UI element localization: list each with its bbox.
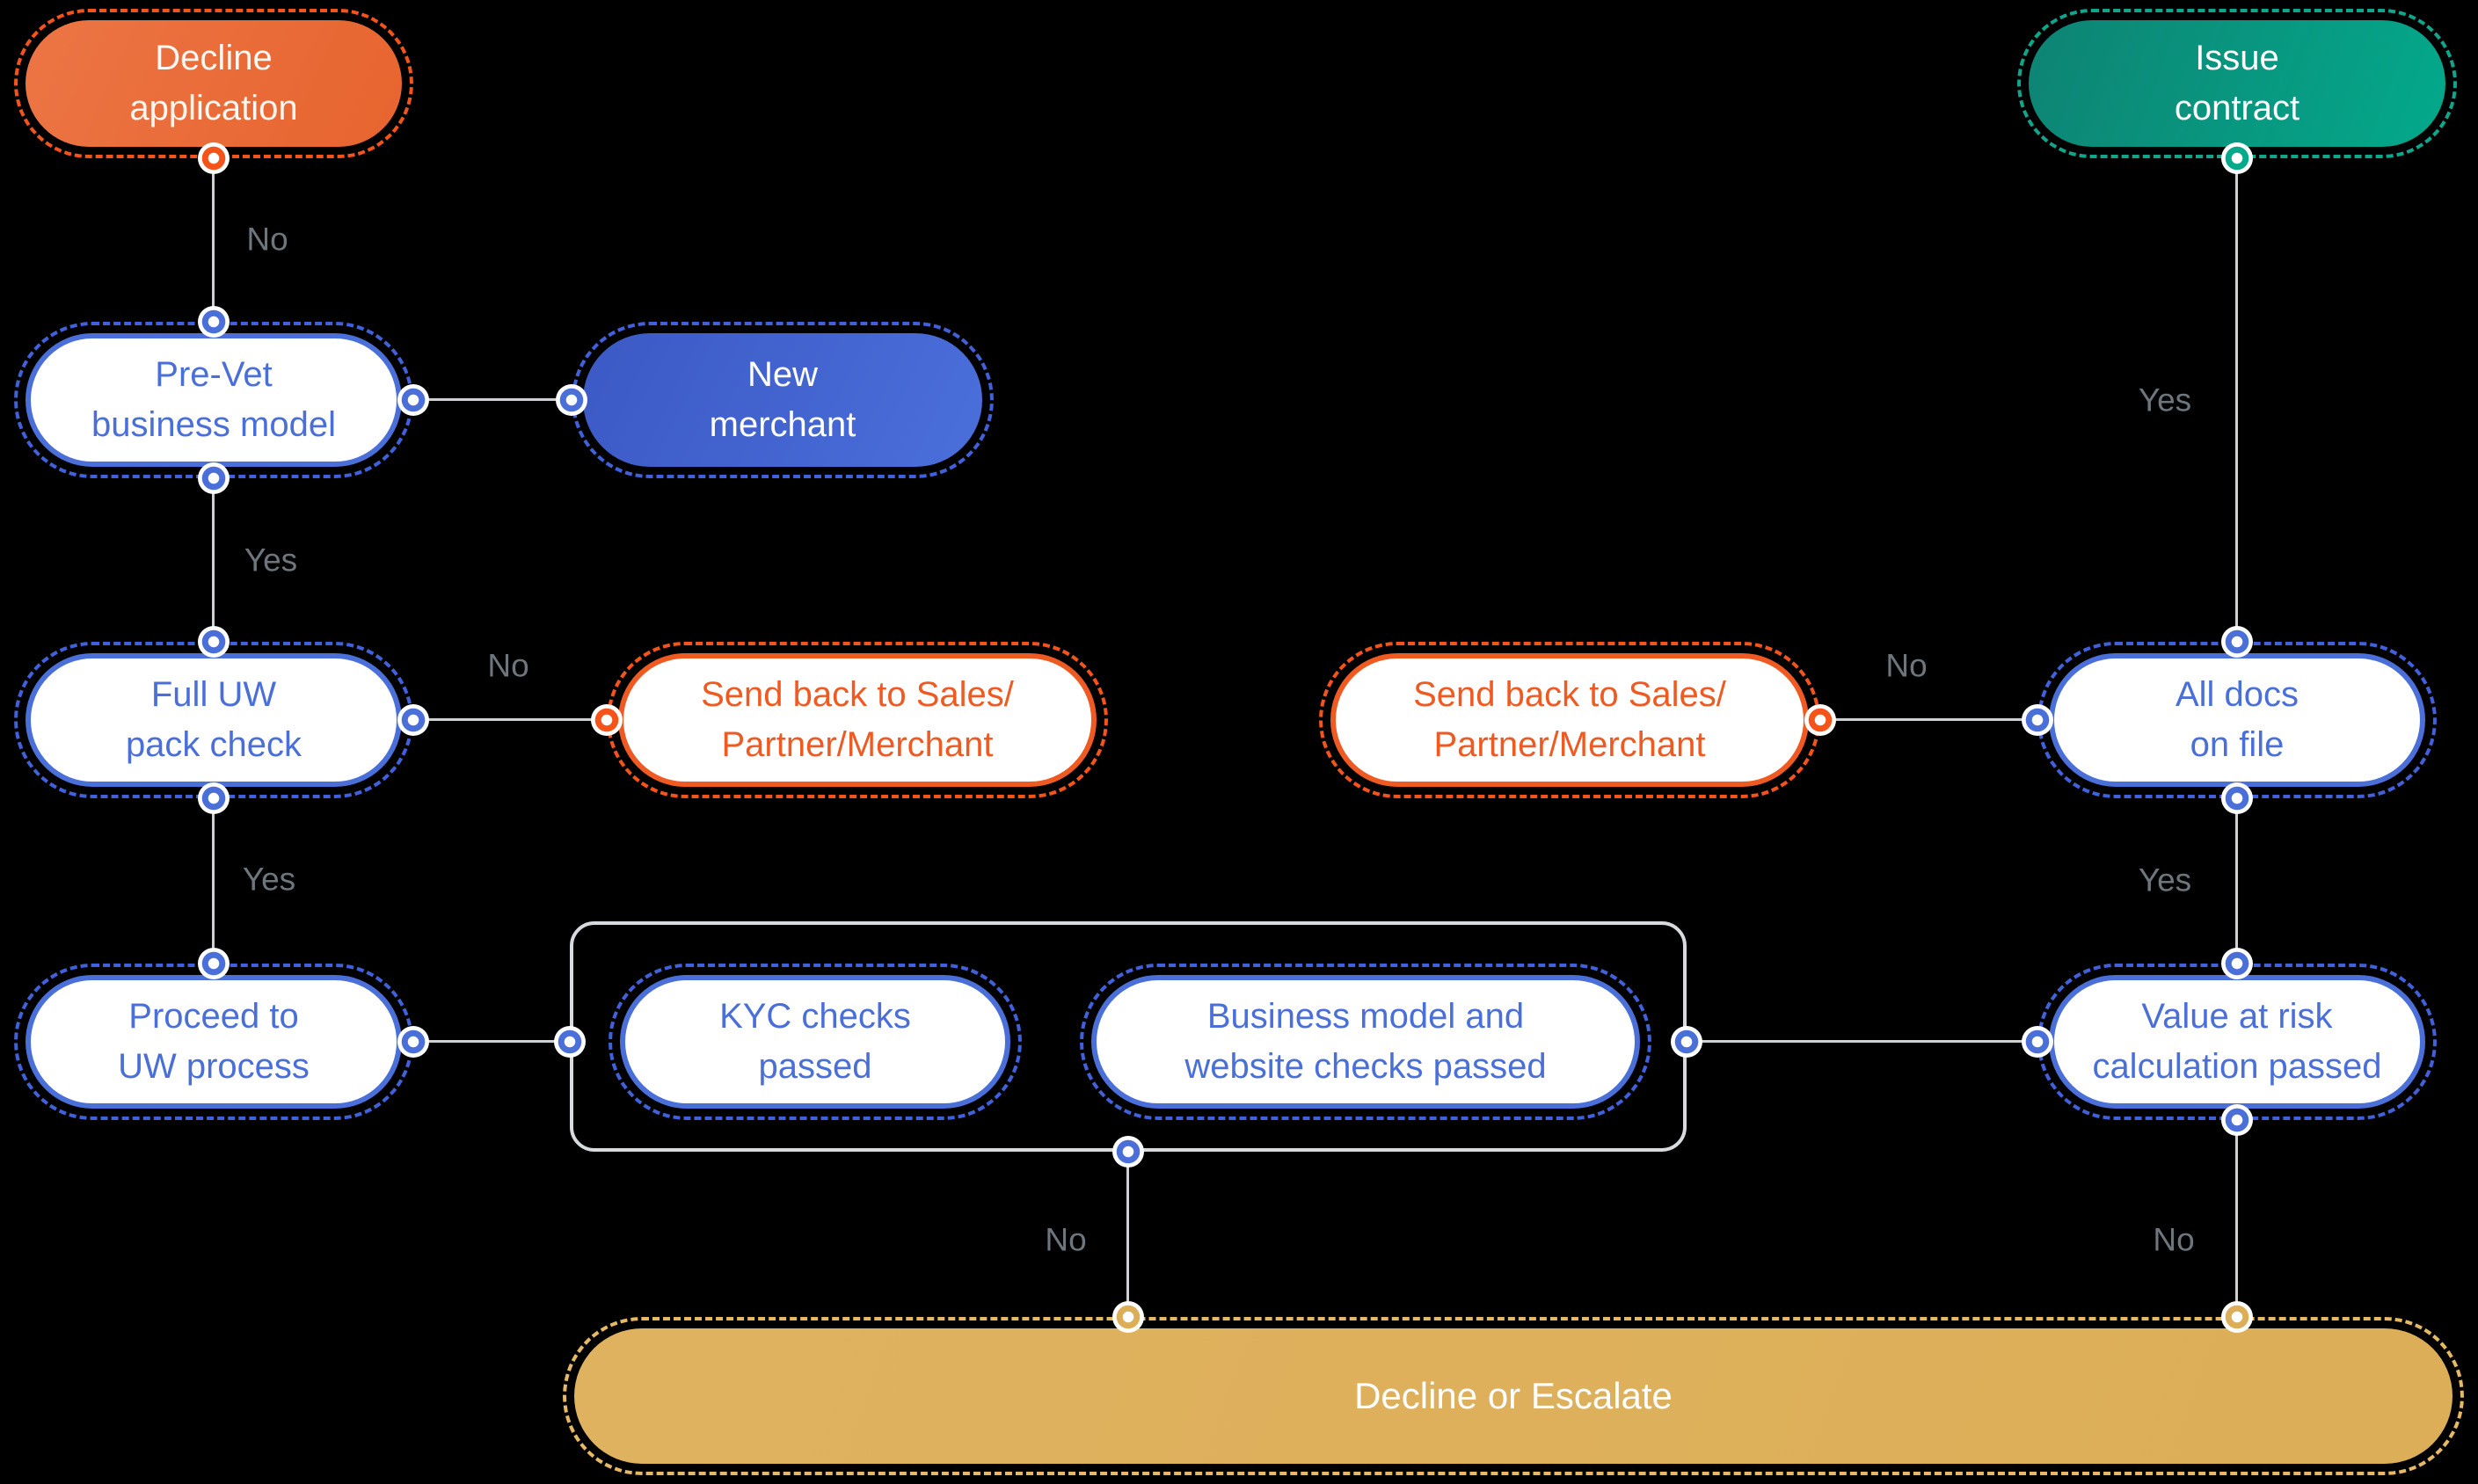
node-send-back-left[interactable]: Send back to Sales/ Partner/Merchant	[607, 642, 1108, 798]
connection-port[interactable]	[198, 306, 230, 338]
node-value-at-risk-calculation[interactable]: Value at risk calculation passed	[2037, 964, 2437, 1120]
connection-port[interactable]	[397, 1026, 429, 1058]
edge-sendback-to-alldocs	[1820, 718, 2037, 721]
node-issue-contract[interactable]: Issue contract	[2017, 9, 2457, 158]
node-pill: Full UW pack check	[26, 653, 402, 787]
connection-port[interactable]	[198, 142, 230, 174]
edge-label: No	[1885, 647, 1928, 684]
connection-port[interactable]	[2022, 1026, 2053, 1058]
edge-prevet-to-fulluw	[212, 478, 215, 642]
node-label: All docs on file	[2175, 675, 2299, 764]
edge-decline-to-prevet	[212, 158, 215, 322]
node-new-merchant[interactable]: New merchant	[572, 322, 994, 478]
node-proceed-to-uw-process[interactable]: Proceed to UW process	[14, 964, 413, 1120]
edge-prevet-to-newmerchant	[413, 398, 572, 401]
connection-port[interactable]	[556, 384, 587, 416]
node-label: Issue contract	[2174, 39, 2300, 127]
node-pill: Business model and website checks passed	[1091, 975, 1640, 1109]
node-label: Send back to Sales/ Partner/Merchant	[701, 675, 1014, 764]
node-label: Business model and website checks passed	[1184, 997, 1547, 1086]
node-pill: All docs on file	[2049, 653, 2425, 787]
connection-port[interactable]	[198, 626, 230, 658]
connection-port[interactable]	[2221, 782, 2253, 814]
node-send-back-right[interactable]: Send back to Sales/ Partner/Merchant	[1319, 642, 1820, 798]
edge-group-to-value	[1687, 1040, 2037, 1043]
node-pill: Decline application	[26, 20, 402, 147]
connection-port[interactable]	[2221, 1104, 2253, 1136]
node-pill: Pre-Vet business model	[26, 333, 402, 467]
connection-port[interactable]	[2221, 142, 2253, 174]
connection-port[interactable]	[198, 782, 230, 814]
connection-port[interactable]	[1112, 1136, 1144, 1168]
node-all-docs-on-file[interactable]: All docs on file	[2037, 642, 2437, 798]
node-label: Full UW pack check	[125, 675, 302, 764]
edge-alldocs-to-value	[2235, 798, 2238, 964]
edge-label: Yes	[244, 542, 298, 578]
node-business-model-website-checks[interactable]: Business model and website checks passed	[1080, 964, 1651, 1120]
node-pill: Send back to Sales/ Partner/Merchant	[1330, 653, 1809, 787]
edge-issue-to-alldocs	[2235, 158, 2238, 642]
node-pill: Proceed to UW process	[26, 975, 402, 1109]
connection-port[interactable]	[2221, 1301, 2253, 1333]
node-label: Value at risk calculation passed	[2092, 997, 2382, 1086]
connection-port[interactable]	[2022, 704, 2053, 736]
edge-fulluw-to-sendback	[413, 718, 607, 721]
connection-port[interactable]	[1804, 704, 1836, 736]
node-label: New merchant	[709, 355, 856, 444]
node-pill: Decline or Escalate	[574, 1328, 2452, 1464]
edge-label: Yes	[2138, 382, 2192, 418]
edge-label: No	[1045, 1221, 1087, 1258]
connection-port[interactable]	[591, 704, 623, 736]
connection-port[interactable]	[554, 1026, 586, 1058]
node-pill: Send back to Sales/ Partner/Merchant	[618, 653, 1097, 787]
node-pill: Issue contract	[2029, 20, 2445, 147]
node-label: Proceed to UW process	[118, 997, 310, 1086]
node-pill: New merchant	[583, 333, 982, 467]
node-pill: KYC checks passed	[620, 975, 1010, 1109]
connection-port[interactable]	[397, 384, 429, 416]
connection-port[interactable]	[198, 948, 230, 979]
node-label: Send back to Sales/ Partner/Merchant	[1413, 675, 1726, 764]
edge-label: Yes	[242, 861, 296, 898]
connection-port[interactable]	[2221, 948, 2253, 979]
node-full-uw-pack-check[interactable]: Full UW pack check	[14, 642, 413, 798]
connection-port[interactable]	[1112, 1301, 1144, 1333]
connection-port[interactable]	[2221, 626, 2253, 658]
edge-label: Yes	[2138, 862, 2192, 898]
connection-port[interactable]	[198, 462, 230, 494]
connection-port[interactable]	[397, 704, 429, 736]
node-decline-or-escalate[interactable]: Decline or Escalate	[563, 1317, 2464, 1475]
node-label: Decline application	[129, 39, 298, 127]
node-pill: Value at risk calculation passed	[2049, 975, 2425, 1109]
node-label: KYC checks passed	[719, 997, 911, 1086]
node-decline-application[interactable]: Decline application	[14, 9, 413, 158]
node-label: Decline or Escalate	[1354, 1375, 1673, 1417]
node-pre-vet-business-model[interactable]: Pre-Vet business model	[14, 322, 413, 478]
node-kyc-checks-passed[interactable]: KYC checks passed	[609, 964, 1022, 1120]
edge-label: No	[487, 647, 529, 684]
node-label: Pre-Vet business model	[91, 355, 336, 444]
connection-port[interactable]	[1671, 1026, 1702, 1058]
edge-label: No	[2153, 1221, 2195, 1258]
edge-proceed-to-group	[413, 1040, 570, 1043]
edge-label: No	[246, 221, 288, 258]
edge-group-to-escalate	[1126, 1152, 1129, 1317]
edge-fulluw-to-proceed	[212, 798, 215, 964]
edge-value-to-escalate	[2235, 1120, 2238, 1317]
